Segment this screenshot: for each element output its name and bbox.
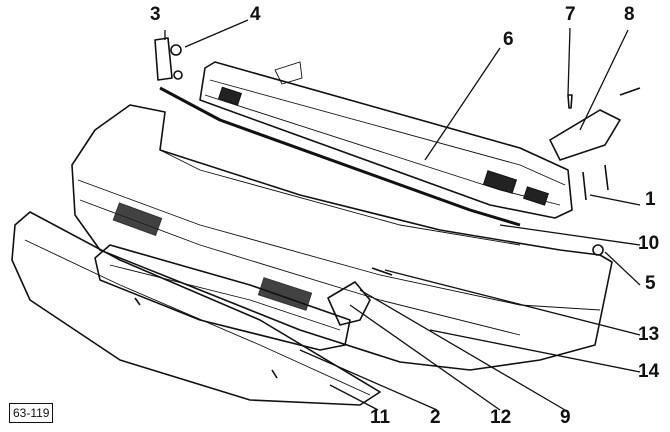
leader-lines (164, 19, 641, 411)
callout-3: 3 (150, 4, 161, 25)
callout-4: 4 (250, 4, 261, 25)
bolt-top (619, 87, 641, 96)
seal-strip (159, 86, 521, 227)
callout-7: 7 (565, 4, 576, 25)
callout-8: 8 (624, 4, 635, 25)
side-bracket-9 (327, 281, 371, 326)
figure-id-label: 63-119 (9, 403, 54, 423)
clip-3 (154, 37, 173, 81)
callout-1: 1 (645, 189, 656, 210)
nut-5 (592, 244, 604, 256)
callout-6: 6 (503, 29, 514, 50)
callout-10: 10 (638, 233, 660, 254)
nut-4b (173, 70, 183, 80)
callout-2: 2 (430, 407, 441, 428)
callout-11: 11 (370, 407, 391, 428)
clip-fastener (134, 297, 278, 379)
callout-14: 14 (638, 361, 660, 382)
screw-13 (371, 267, 393, 276)
bumper-cover (71, 104, 613, 371)
callout-9: 9 (560, 407, 571, 428)
bolt-1 (582, 164, 609, 201)
side-bracket-8 (549, 109, 621, 161)
lower-spoiler (11, 211, 381, 406)
bumper-reinforcement-beam (199, 61, 573, 219)
spoiler-bracket (94, 244, 351, 351)
callout-13: 13 (638, 324, 660, 345)
nut-4 (170, 44, 182, 56)
callout-5: 5 (645, 273, 656, 294)
screw-7 (567, 94, 573, 109)
callout-12: 12 (490, 407, 512, 428)
